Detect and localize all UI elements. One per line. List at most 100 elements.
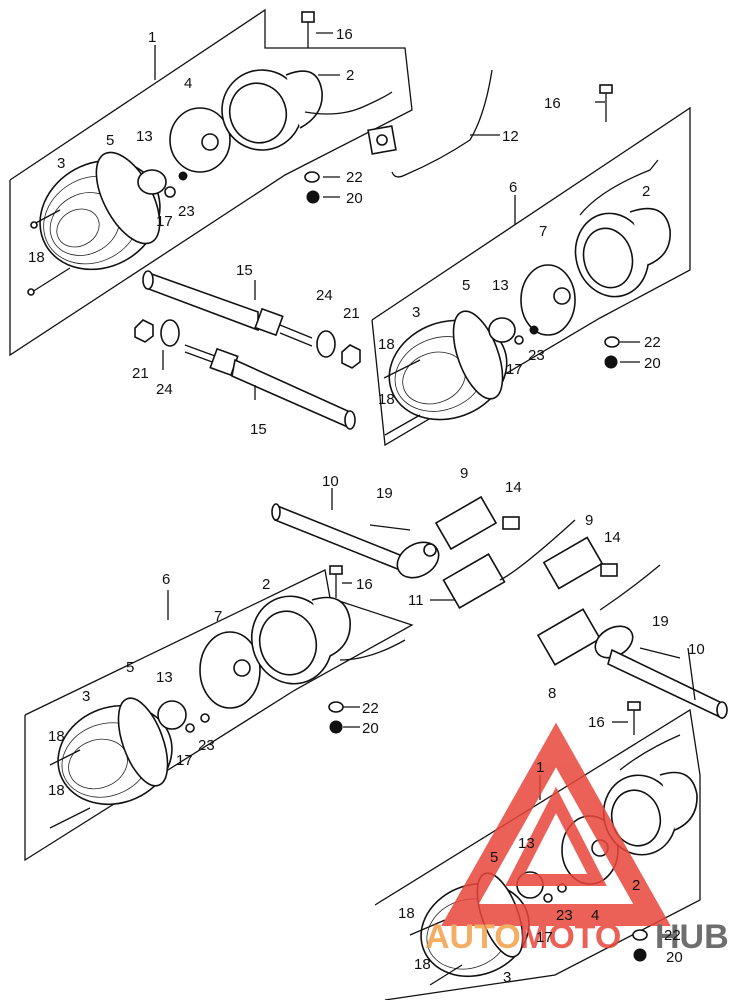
callout-16: 16: [544, 95, 561, 112]
assembly-border: [9, 8, 413, 357]
callout-4: 4: [591, 907, 599, 924]
callout-21: 21: [343, 305, 360, 322]
bracket-part-8: [536, 608, 602, 666]
housing-part-2: [250, 595, 406, 685]
washer-part-22c: [328, 701, 344, 713]
callout-5: 5: [490, 849, 498, 866]
washer-part-22d: [632, 929, 648, 941]
callout-3: 3: [82, 688, 90, 705]
callout-12: 12: [502, 128, 519, 145]
lens-part-3: [39, 151, 161, 271]
washer-part-23a: [178, 171, 188, 181]
callout-22: 22: [346, 169, 363, 186]
callout-13: 13: [492, 277, 509, 294]
bolt-part-16d: [627, 701, 641, 735]
lens-part-3: [388, 310, 508, 421]
washer-part-24a: [160, 319, 180, 347]
socket-ring: [201, 133, 219, 151]
callout-3: 3: [412, 304, 420, 321]
callout-24: 24: [156, 381, 173, 398]
screw-part-18c: [383, 359, 421, 379]
callout-7: 7: [214, 608, 222, 625]
callout-14: 14: [505, 479, 522, 496]
callout-16: 16: [336, 26, 353, 43]
screw-part-18f: [49, 807, 91, 829]
housing-part-2: [574, 159, 671, 298]
callout-5: 5: [106, 132, 114, 149]
callout-16: 16: [588, 714, 605, 731]
bolt-part-16a: [301, 11, 315, 48]
nut-part-20d: [633, 948, 647, 962]
stay-part-15a: [142, 270, 313, 347]
bulb-part-13: [137, 169, 167, 195]
washer-part-22b: [604, 336, 620, 348]
callout-4: 4: [184, 75, 192, 92]
screw-part-17b: [514, 335, 524, 345]
callout-9: 9: [585, 512, 593, 529]
washer-part-23b: [529, 325, 539, 335]
callout-20: 20: [346, 190, 363, 207]
gasket-part-7: [199, 631, 261, 709]
stay-part-10a: [271, 503, 440, 579]
collar-part-14a: [502, 516, 520, 530]
callout-18: 18: [378, 336, 395, 353]
assembly-border: [371, 106, 691, 447]
bolt-part-19a: [369, 524, 411, 531]
callout-6: 6: [509, 179, 517, 196]
bracket-part-11: [442, 553, 506, 609]
callout-10: 10: [322, 473, 339, 490]
callout-18: 18: [28, 249, 45, 266]
bolt-part-19b: [639, 647, 681, 659]
washer-part-22a: [304, 171, 320, 183]
screw-part-17d: [543, 893, 553, 903]
screw-part-17c: [185, 723, 195, 733]
callout-23: 23: [178, 203, 195, 220]
bulb-part-13: [157, 700, 187, 730]
washer-part-23c: [200, 713, 210, 723]
callout-1: 1: [148, 29, 156, 46]
callout-22: 22: [664, 927, 681, 944]
lens-part-3: [57, 697, 173, 806]
assembly-border: [24, 569, 414, 862]
callout-20: 20: [644, 355, 661, 372]
callout-13: 13: [136, 128, 153, 145]
callout-6: 6: [162, 571, 170, 588]
assembly-border: [374, 708, 701, 1000]
screw-part-17a: [164, 186, 176, 198]
screw-part-18g: [409, 919, 446, 936]
screw-part-18d: [384, 414, 421, 436]
callout-3: 3: [57, 155, 65, 172]
screw-part-18e: [49, 749, 81, 766]
wire-part: [599, 564, 661, 611]
callout-5: 5: [126, 659, 134, 676]
callout-2: 2: [346, 67, 354, 84]
nut-part-20c: [329, 720, 343, 734]
callout-22: 22: [362, 700, 379, 717]
watermark-triangle: [441, 722, 671, 926]
callout-10: 10: [688, 641, 705, 658]
wire-part: [499, 519, 576, 581]
callout-11: 11: [408, 592, 424, 609]
watermark-text-moto: MOTO: [520, 918, 621, 956]
callout-18: 18: [378, 391, 395, 408]
callout-labels: 1 16 2 4 12 5 13 3 22 20 23 17 18 16 6 2…: [28, 26, 705, 986]
leader-lines: [154, 32, 696, 800]
callout-19: 19: [652, 613, 669, 630]
bolt-part-16c: [329, 565, 343, 598]
collar-part-14b: [600, 563, 618, 577]
callout-18: 18: [48, 782, 65, 799]
callout-20: 20: [666, 949, 683, 966]
bracket-part-9a: [434, 495, 498, 551]
callout-1: 1: [536, 759, 544, 776]
callout-17: 17: [156, 213, 173, 230]
washer-part-24b: [316, 330, 336, 358]
callout-16: 16: [356, 576, 373, 593]
nut-part-21b: [341, 344, 361, 369]
callout-9: 9: [460, 465, 468, 482]
callout-18: 18: [48, 728, 65, 745]
callout-18: 18: [398, 905, 415, 922]
callout-13: 13: [518, 835, 535, 852]
callout-17: 17: [176, 752, 193, 769]
nut-part-20a: [306, 190, 320, 204]
